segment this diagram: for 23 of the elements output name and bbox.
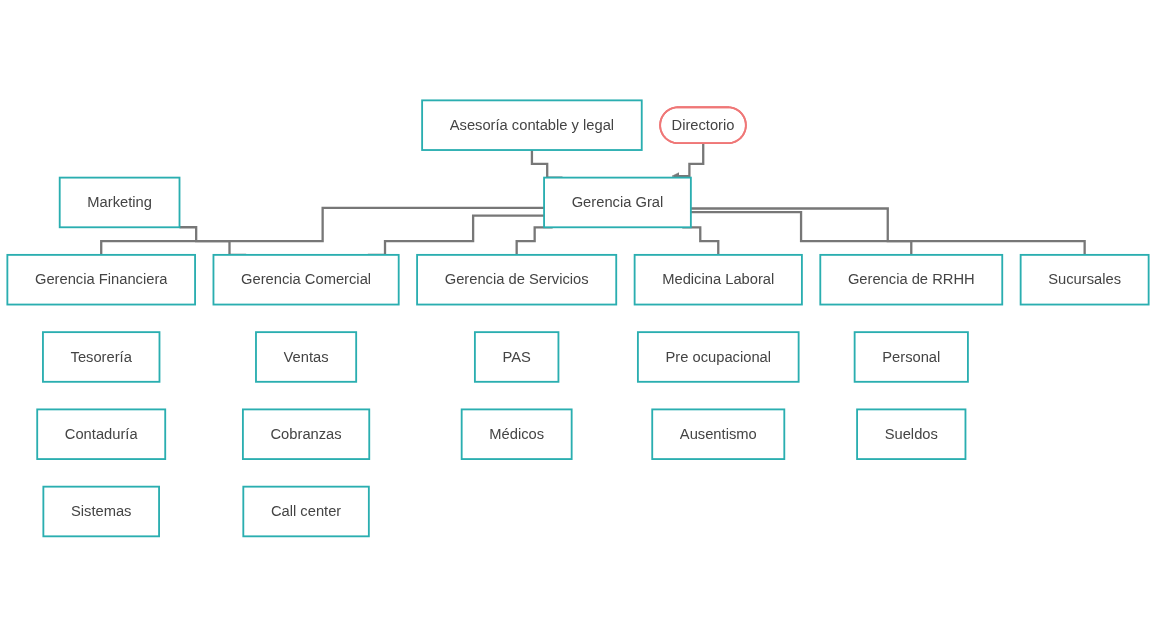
node-box: Gerencia de RRHH bbox=[819, 254, 1004, 306]
node-box: Ausentismo bbox=[651, 408, 786, 461]
node-box: Contaduría bbox=[36, 408, 167, 461]
node-box: Gerencia Comercial bbox=[212, 254, 400, 306]
node-box: Médicos bbox=[460, 408, 573, 461]
node-box: Marketing bbox=[58, 176, 181, 229]
connector bbox=[690, 207, 1086, 257]
node-box: Gerencia Gral bbox=[543, 176, 692, 229]
node-box: Ventas bbox=[255, 331, 358, 383]
node-box: Pre ocupacional bbox=[637, 331, 800, 383]
node-box: Sucursales bbox=[1019, 254, 1150, 306]
node-box: Medicina Laboral bbox=[633, 254, 803, 306]
node-box: Sueldos bbox=[856, 408, 967, 461]
node-box: Asesoría contable y legal bbox=[421, 99, 643, 152]
connector bbox=[690, 211, 913, 257]
node-box: PAS bbox=[473, 331, 560, 383]
node-box: Call center bbox=[242, 485, 370, 538]
node-box: Sistemas bbox=[42, 485, 160, 538]
node-box: Gerencia Financiera bbox=[6, 254, 196, 306]
node-box: Personal bbox=[853, 331, 969, 383]
node-box: Cobranzas bbox=[242, 408, 371, 461]
node-box: Gerencia de Servicios bbox=[416, 254, 618, 306]
node-box: Tesorería bbox=[42, 331, 161, 383]
